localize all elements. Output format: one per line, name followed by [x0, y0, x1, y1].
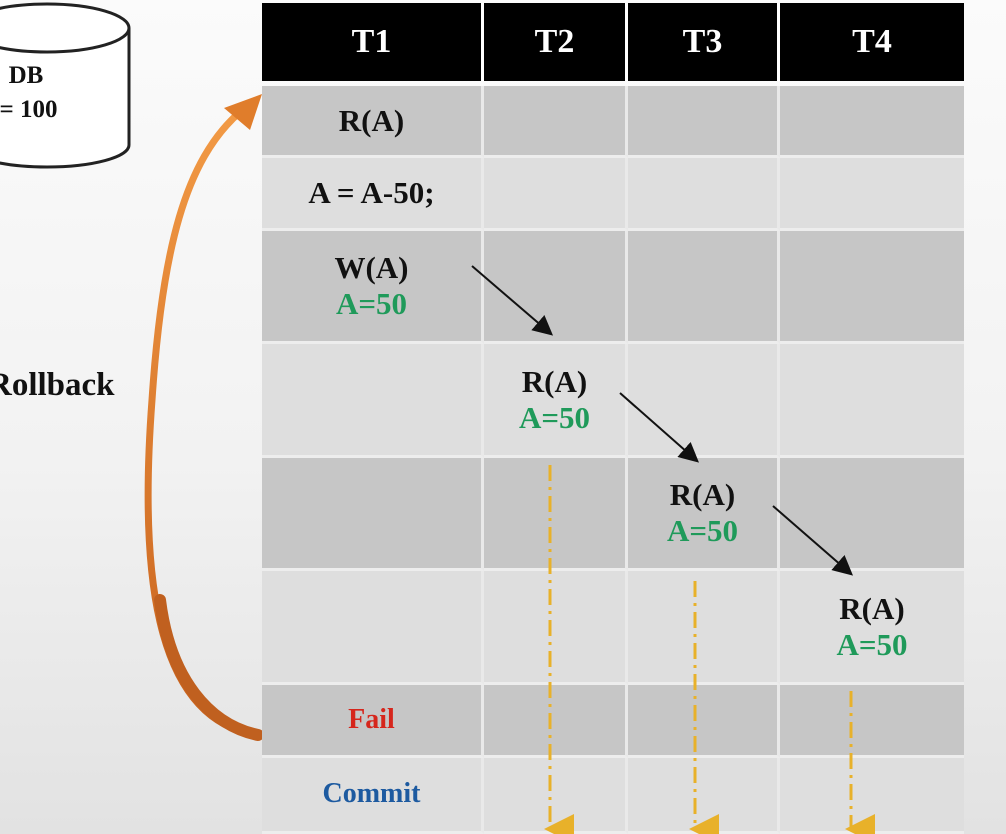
table-row: W(A) A=50 — [262, 231, 964, 344]
cell-empty — [628, 571, 780, 685]
cell-empty — [628, 158, 780, 231]
operation-text: R(A) — [521, 363, 588, 399]
cell-empty — [628, 86, 780, 158]
table-row: R(A) A=50 — [262, 458, 964, 571]
cell-empty — [780, 86, 964, 158]
operation-text: R(A) — [839, 590, 905, 626]
cell-empty — [628, 758, 780, 834]
rollback-arrow-icon — [144, 94, 264, 741]
cell-t2-read: R(A) A=50 — [484, 344, 628, 458]
table-row: Commit — [262, 758, 964, 834]
cell-empty — [484, 231, 628, 344]
rollback-label: Rollback — [0, 367, 115, 403]
cell-empty — [484, 685, 628, 758]
cell-empty — [780, 231, 964, 344]
cell-empty — [262, 344, 484, 458]
table-row: Fail — [262, 685, 964, 758]
table-header: T1 T2 T3 T4 — [262, 3, 964, 81]
cell-empty — [780, 158, 964, 231]
cell-empty — [484, 571, 628, 685]
value-text: A=50 — [666, 513, 739, 548]
cell-empty — [262, 458, 484, 571]
cell-t1-commit: Commit — [262, 758, 484, 834]
operation-text: W(A) — [334, 250, 409, 286]
column-header-t3: T3 — [628, 3, 780, 81]
database-icon — [0, 2, 131, 169]
schedule-table: T1 T2 T3 T4 R(A) A = A-50; W(A) A=50 R(A… — [262, 3, 964, 834]
operation-text: R(A) — [669, 477, 736, 513]
value-text: A=50 — [518, 399, 591, 435]
cell-empty — [780, 685, 964, 758]
cell-empty — [628, 344, 780, 458]
cell-empty — [484, 758, 628, 834]
table-row: A = A-50; — [262, 158, 964, 231]
cell-empty — [780, 344, 964, 458]
cell-empty — [628, 231, 780, 344]
column-header-t1: T1 — [262, 3, 484, 81]
database-value: A = 100 — [0, 96, 58, 123]
cell-t1-compute: A = A-50; — [262, 158, 484, 231]
database-title: DB — [8, 62, 44, 89]
cell-empty — [484, 458, 628, 571]
cell-t1-fail: Fail — [262, 685, 484, 758]
cell-empty — [484, 86, 628, 158]
cell-empty — [780, 758, 964, 834]
column-header-t4: T4 — [780, 3, 964, 81]
table-row: R(A) A=50 — [262, 344, 964, 458]
cell-empty — [780, 458, 964, 571]
cell-empty — [628, 685, 780, 758]
cell-t1-write: W(A) A=50 — [262, 231, 484, 344]
cell-t3-read: R(A) A=50 — [628, 458, 780, 571]
value-text: A=50 — [335, 286, 408, 321]
cell-t1-read: R(A) — [262, 86, 484, 158]
cell-empty — [484, 158, 628, 231]
cell-empty — [262, 571, 484, 685]
table-row: R(A) — [262, 86, 964, 158]
table-row: R(A) A=50 — [262, 571, 964, 685]
cell-t4-read: R(A) A=50 — [780, 571, 964, 685]
column-header-t2: T2 — [484, 3, 628, 81]
database-cylinder: DB A = 100 — [0, 0, 135, 170]
value-text: A=50 — [836, 626, 908, 662]
